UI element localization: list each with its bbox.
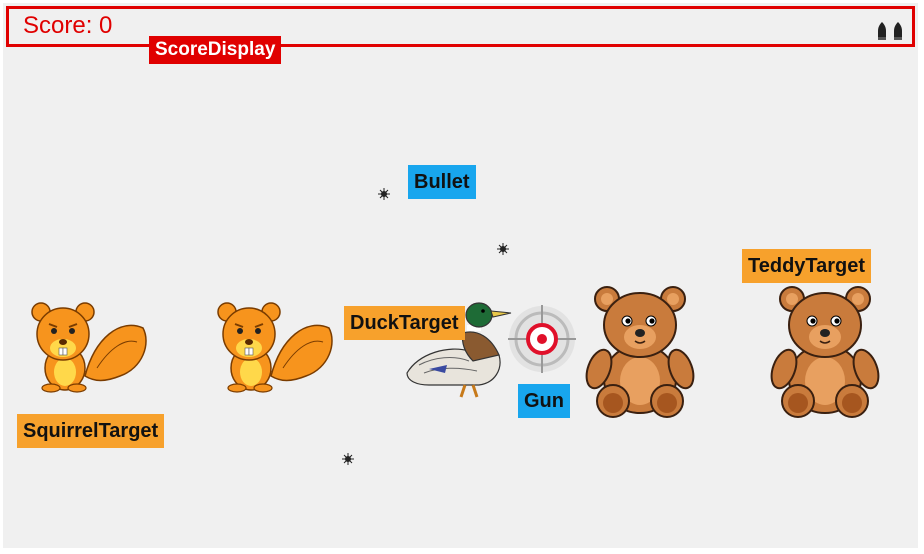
bullet-sprite [378, 188, 390, 200]
score-display-tag: ScoreDisplay [149, 36, 282, 64]
bullet-sprite [342, 453, 354, 465]
game-stage[interactable]: Score: 0 ScoreDisplay Bullet [3, 3, 918, 548]
bullet-tag: Bullet [408, 165, 476, 199]
gun-crosshair-icon[interactable] [506, 303, 578, 375]
bullet-icon [894, 22, 902, 40]
duck-target-tag: DuckTarget [344, 306, 465, 340]
squirrel-target[interactable] [211, 298, 339, 394]
bullet-icon [878, 22, 886, 40]
squirrel-target-tag: SquirrelTarget [17, 414, 165, 448]
gun-tag: Gun [518, 384, 570, 418]
squirrel-target[interactable] [25, 298, 153, 394]
teddy-target[interactable] [770, 283, 880, 419]
score-display: Score: 0 [6, 6, 915, 47]
teddy-target-tag: TeddyTarget [742, 249, 872, 283]
duck-target[interactable] [399, 299, 517, 399]
teddy-target[interactable] [585, 283, 695, 419]
score-text: Score: 0 [23, 12, 113, 39]
bullet-sprite [497, 243, 509, 255]
